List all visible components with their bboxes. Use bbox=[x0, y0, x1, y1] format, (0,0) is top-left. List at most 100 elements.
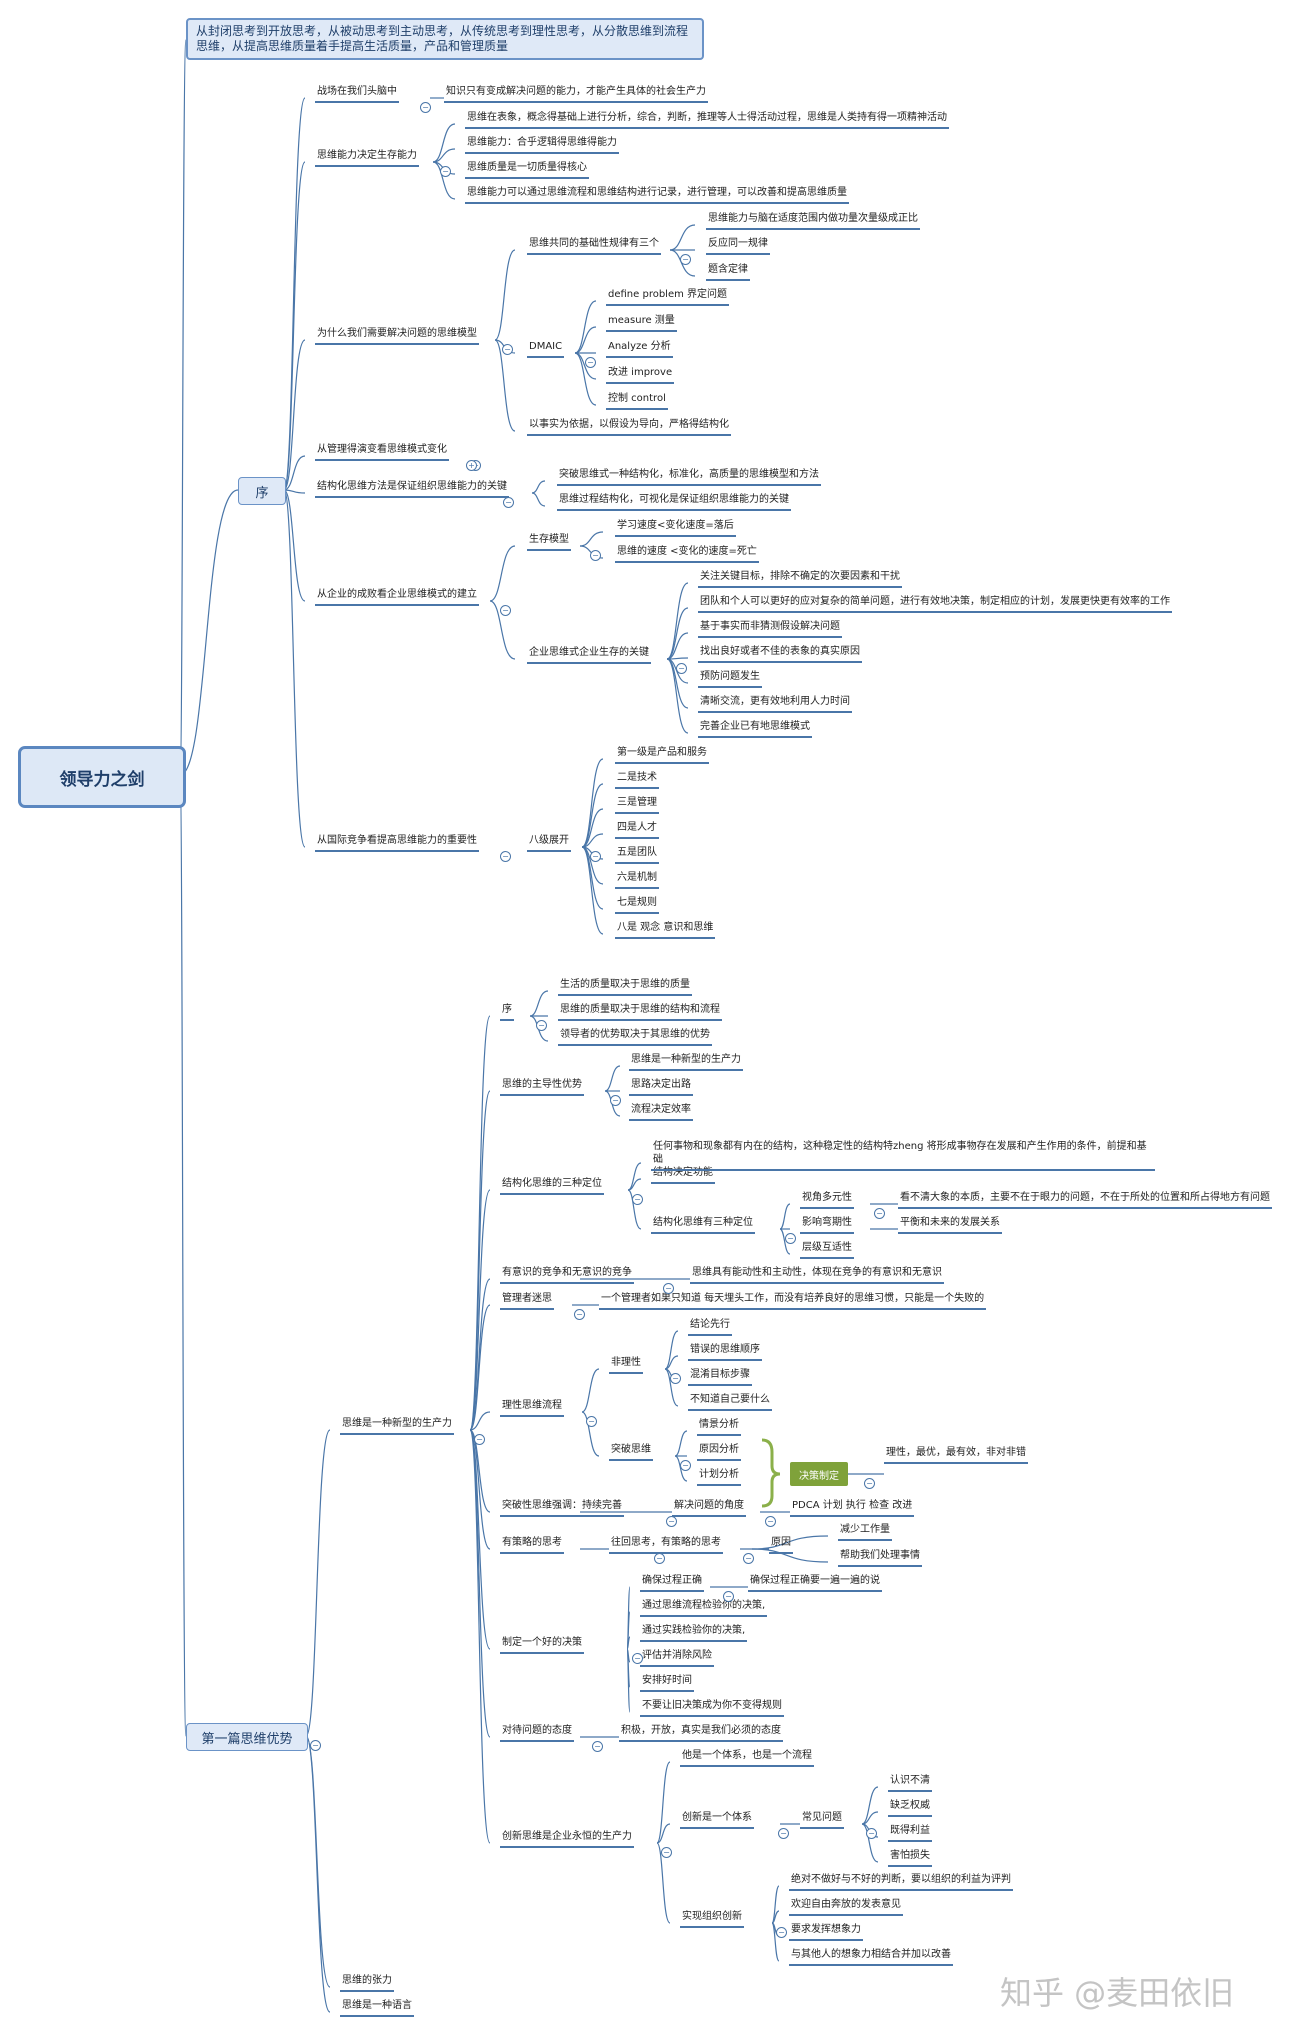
xu-structured-items-1-node[interactable]: 思维过程结构化，可视化是保证组织思维能力的关键 bbox=[557, 493, 791, 511]
part1-dominant-items-1-node[interactable]: 思路决定出路 bbox=[629, 1078, 693, 1096]
xu-key-node[interactable]: 企业思维式企业生存的关键 bbox=[527, 646, 651, 664]
xu-why-node[interactable]: 为什么我们需要解决问题的思维模型 bbox=[315, 327, 479, 345]
xu-survival-items-0-node[interactable]: 学习速度<变化速度=落后 bbox=[615, 519, 736, 537]
part1-preface-node[interactable]: 序 bbox=[500, 1003, 514, 1021]
part1-angle-node[interactable]: 解决问题的角度 bbox=[672, 1499, 746, 1517]
part1-breakthrough-items-0-node[interactable]: 情景分析 bbox=[697, 1418, 741, 1436]
xu-structured-items-0-node[interactable]: 突破思维式一种结构化，标准化，高质量的思维模型和方法 bbox=[557, 468, 821, 486]
collapse-toggle-icon[interactable]: − bbox=[503, 497, 514, 508]
part1-three-node[interactable]: 结构化思维的三种定位 bbox=[500, 1177, 604, 1195]
part1-main-node[interactable]: 思维是一种新型的生产力 bbox=[340, 1417, 454, 1435]
collapse-toggle-icon[interactable]: − bbox=[632, 1653, 643, 1664]
part1-innov-2-node[interactable]: 创新是一个体系 bbox=[680, 1811, 754, 1829]
collapse-toggle-icon[interactable]: − bbox=[536, 1020, 547, 1031]
collapse-toggle-icon[interactable]: − bbox=[610, 1095, 621, 1106]
part1-common-items-2-node[interactable]: 既得利益 bbox=[888, 1824, 932, 1842]
xu-survival-node[interactable]: 生存模型 bbox=[527, 533, 571, 551]
collapse-toggle-icon[interactable]: − bbox=[661, 1847, 672, 1858]
xu-laws-items-0-node[interactable]: 思维能力与脑在适度范围内做功量次量级成正比 bbox=[706, 212, 920, 230]
xu-ability-items-0-node[interactable]: 思维在表象，概念得基础上进行分析，综合，判断，推理等人士得活动过程，思维是人类持… bbox=[465, 111, 949, 129]
part1-dominant-node[interactable]: 思维的主导性优势 bbox=[500, 1078, 584, 1096]
collapse-toggle-icon[interactable]: − bbox=[585, 357, 596, 368]
decision-tag[interactable]: 决策制定 bbox=[790, 1462, 848, 1486]
part1-good-items-2-node[interactable]: 评估并消除风险 bbox=[640, 1649, 714, 1667]
collapse-toggle-icon[interactable]: − bbox=[723, 1591, 734, 1602]
part1-attitude-note-node[interactable]: 积极，开放，真实是我们必须的态度 bbox=[619, 1724, 783, 1742]
collapse-toggle-icon[interactable]: − bbox=[632, 1194, 643, 1205]
part1-breakthrough-items-1-node[interactable]: 原因分析 bbox=[697, 1443, 741, 1461]
collapse-toggle-icon[interactable]: − bbox=[592, 1741, 603, 1752]
collapse-toggle-icon[interactable]: − bbox=[765, 1516, 776, 1527]
part1-common-items-0-node[interactable]: 认识不清 bbox=[888, 1774, 932, 1792]
part1-retro-node[interactable]: 往回思考，有策略的思考 bbox=[609, 1536, 723, 1554]
part1-three-sub-node[interactable]: 结构化思维有三种定位 bbox=[651, 1216, 755, 1234]
part1-preface-items-1-node[interactable]: 思维的质量取决于思维的结构和流程 bbox=[558, 1003, 722, 1021]
part1-dominant-items-2-node[interactable]: 流程决定效率 bbox=[629, 1103, 693, 1121]
xu-dmaic-items-4-node[interactable]: 控制 control bbox=[606, 392, 668, 410]
part1-ensure-node[interactable]: 确保过程正确 bbox=[640, 1574, 704, 1592]
part1-emphasis-node[interactable]: 突破性思维强调：持续完善 bbox=[500, 1499, 624, 1517]
xu-key-items-2-node[interactable]: 基于事实而非猜测假设解决问题 bbox=[698, 620, 842, 638]
part1-influence-note-node[interactable]: 平衡和未来的发展关系 bbox=[898, 1216, 1002, 1234]
collapse-toggle-icon[interactable]: − bbox=[590, 851, 601, 862]
part1-irrational-items-2-node[interactable]: 混淆目标步骤 bbox=[688, 1368, 752, 1386]
collapse-toggle-icon[interactable]: − bbox=[864, 1478, 875, 1489]
xu-key-items-4-node[interactable]: 预防问题发生 bbox=[698, 670, 762, 688]
xu-ability-node[interactable]: 思维能力决定生存能力 bbox=[315, 149, 419, 167]
part1-tension-node[interactable]: 思维的张力 bbox=[340, 1974, 394, 1992]
xu-enterprise-node[interactable]: 从企业的成败看企业思维模式的建立 bbox=[315, 588, 479, 606]
collapse-toggle-icon[interactable]: − bbox=[676, 663, 687, 674]
xu-key-items-5-node[interactable]: 清晰交流，更有效地利用人力时间 bbox=[698, 695, 852, 713]
xu-eight-items-3-node[interactable]: 四是人才 bbox=[615, 821, 659, 839]
collapse-toggle-icon[interactable]: − bbox=[500, 605, 511, 616]
part1-conscious-note-node[interactable]: 思维具有能动性和主动性，体现在竞争的有意识和无意识 bbox=[690, 1266, 944, 1284]
collapse-toggle-icon[interactable]: − bbox=[874, 1208, 885, 1219]
part1-three-item2-node[interactable]: 结构决定功能 bbox=[651, 1166, 715, 1184]
part1-irrational-items-1-node[interactable]: 错误的思维顺序 bbox=[688, 1343, 762, 1361]
part1-good-node[interactable]: 制定一个好的决策 bbox=[500, 1636, 584, 1654]
xu-eight-items-7-node[interactable]: 八是 观念 意识和思维 bbox=[615, 921, 716, 939]
xu-intl-node[interactable]: 从国际竞争看提高思维能力的重要性 bbox=[315, 834, 479, 852]
collapse-toggle-icon[interactable]: − bbox=[586, 1416, 597, 1427]
root-topic[interactable]: 领导力之剑 bbox=[18, 746, 186, 808]
part1-common-items-1-node[interactable]: 缺乏权威 bbox=[888, 1799, 932, 1817]
xu-key-items-3-node[interactable]: 找出良好或者不佳的表象的真实原因 bbox=[698, 645, 862, 663]
collapse-toggle-icon[interactable]: − bbox=[776, 1927, 787, 1938]
collapse-toggle-icon[interactable]: − bbox=[680, 254, 691, 265]
xu-laws-items-2-node[interactable]: 题含定律 bbox=[706, 263, 750, 281]
part1-three-sub-items-1-node[interactable]: 影响弯期性 bbox=[800, 1216, 854, 1234]
collapse-toggle-icon[interactable]: − bbox=[590, 550, 601, 561]
collapse-toggle-icon[interactable]: − bbox=[743, 1553, 754, 1564]
part1-conscious-node[interactable]: 有意识的竞争和无意识的竞争 bbox=[500, 1266, 634, 1284]
part1-common-node[interactable]: 常见问题 bbox=[800, 1811, 844, 1829]
part1-manager-node[interactable]: 管理者迷思 bbox=[500, 1292, 554, 1310]
part1-good-items-0-node[interactable]: 通过思维流程检验你的决策, bbox=[640, 1599, 768, 1617]
xu-eight-items-5-node[interactable]: 六是机制 bbox=[615, 871, 659, 889]
collapse-toggle-icon[interactable]: − bbox=[654, 1553, 665, 1564]
part1-manager-note-node[interactable]: 一个管理者如果只知道 每天埋头工作，而没有培养良好的思维习惯，只能是一个失败的 bbox=[599, 1292, 987, 1310]
xu-mgmt-node[interactable]: 从管理得演变看思维模式变化 bbox=[315, 443, 449, 461]
part1-innov-1-node[interactable]: 他是一个体系，也是一个流程 bbox=[680, 1749, 814, 1767]
branch-xu[interactable]: 序 bbox=[238, 477, 286, 505]
xu-dmaic-node[interactable]: DMAIC bbox=[527, 340, 565, 358]
part1-pdca-node[interactable]: PDCA 计划 执行 检查 改进 bbox=[790, 1499, 915, 1517]
collapse-toggle-icon[interactable]: − bbox=[502, 344, 513, 355]
part1-realize-items-3-node[interactable]: 与其他人的想象力相结合并加以改善 bbox=[789, 1948, 953, 1966]
collapse-toggle-icon[interactable]: − bbox=[866, 1828, 877, 1839]
part1-realize-items-2-node[interactable]: 要求发挥想象力 bbox=[789, 1923, 863, 1941]
part1-common-items-3-node[interactable]: 害怕损失 bbox=[888, 1849, 932, 1867]
collapse-toggle-icon[interactable]: − bbox=[474, 1434, 485, 1445]
collapse-toggle-icon[interactable]: − bbox=[440, 166, 451, 177]
part1-good-items-3-node[interactable]: 安排好时间 bbox=[640, 1674, 694, 1692]
part1-ensure-note-node[interactable]: 确保过程正确要一遍一遍的说 bbox=[748, 1574, 882, 1592]
collapse-toggle-icon[interactable]: − bbox=[310, 1740, 321, 1751]
branch-part1[interactable]: 第一篇思维优势 bbox=[186, 1723, 308, 1751]
xu-eight-items-2-node[interactable]: 三是管理 bbox=[615, 796, 659, 814]
part1-irrational-node[interactable]: 非理性 bbox=[609, 1356, 643, 1374]
collapse-toggle-icon[interactable]: − bbox=[670, 1373, 681, 1384]
part1-three-sub-items-2-node[interactable]: 层级互适性 bbox=[800, 1241, 854, 1259]
xu-key-items-0-node[interactable]: 关注关键目标，排除不确定的次要因素和干扰 bbox=[698, 570, 902, 588]
part1-irrational-items-3-node[interactable]: 不知道自己要什么 bbox=[688, 1393, 772, 1411]
xu-eight-node[interactable]: 八级展开 bbox=[527, 834, 571, 852]
part1-three-item1-node[interactable]: 任何事物和现象都有内在的结构，这种稳定性的结构特zheng 将形成事物存在发展和… bbox=[651, 1140, 1155, 1171]
